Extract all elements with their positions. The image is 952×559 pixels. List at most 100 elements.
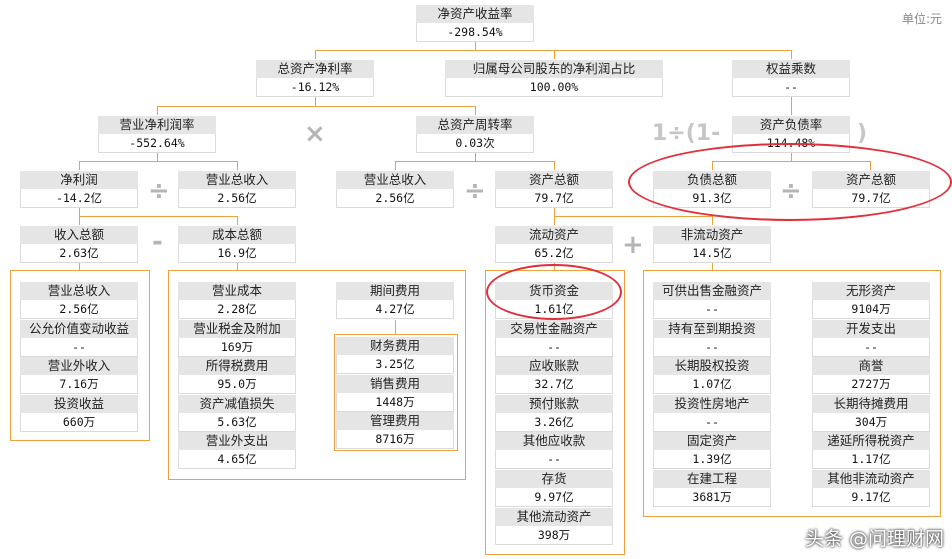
list-item[interactable]: 投资收益 660万 <box>20 395 138 432</box>
list-item[interactable]: 资产减值损失 5.63亿 <box>178 395 296 432</box>
list-item[interactable]: 应收账款 32.7亿 <box>495 357 613 394</box>
list-item[interactable]: 交易性金融资产 -- <box>495 320 613 357</box>
list-item[interactable]: 营业总收入 2.56亿 <box>20 282 138 319</box>
list-item[interactable]: 其他应收款 -- <box>495 432 613 469</box>
asset-turnover-node[interactable]: 总资产周转率 0.03次 <box>416 116 534 153</box>
list-item[interactable]: 递延所得税资产 1.17亿 <box>812 432 930 469</box>
list-item[interactable]: 所得税费用 95.0万 <box>178 357 296 394</box>
list-item[interactable]: 营业外收入 7.16万 <box>20 357 138 394</box>
item-value: -- <box>812 338 930 357</box>
list-item[interactable]: 投资性房地产 -- <box>653 395 771 432</box>
list-item[interactable]: 可供出售金融资产 -- <box>653 282 771 319</box>
item-label: 开发支出 <box>812 320 930 338</box>
item-label: 其他应收款 <box>495 432 613 450</box>
list-item[interactable]: 管理费用 8716万 <box>336 412 454 449</box>
list-item[interactable]: 销售费用 1448万 <box>336 375 454 412</box>
item-value: 3681万 <box>653 488 771 507</box>
item-value: -- <box>20 338 138 357</box>
item-value: 2.56亿 <box>20 300 138 319</box>
item-label: 管理费用 <box>336 412 454 430</box>
item-label: 其他非流动资产 <box>812 470 930 488</box>
current-assets-node[interactable]: 流动资产 65.2亿 <box>495 226 613 263</box>
list-item[interactable]: 存货 9.97亿 <box>495 470 613 507</box>
list-item[interactable]: 固定资产 1.39亿 <box>653 432 771 469</box>
period-expense-node[interactable]: 期间费用 4.27亿 <box>336 282 454 319</box>
item-value: -- <box>653 338 771 357</box>
revenue-node-b[interactable]: 营业总收入 2.56亿 <box>336 171 454 208</box>
net-profit-value: -14.2亿 <box>20 189 138 208</box>
net-profit-node[interactable]: 净利润 -14.2亿 <box>20 171 138 208</box>
list-item[interactable]: 预付账款 3.26亿 <box>495 395 613 432</box>
item-value: 398万 <box>495 526 613 545</box>
list-item[interactable]: 营业外支出 4.65亿 <box>178 432 296 469</box>
highlight-ring-debt <box>628 143 952 221</box>
item-label: 投资收益 <box>20 395 138 413</box>
item-value: 1.39亿 <box>653 450 771 469</box>
item-value: 9.97亿 <box>495 488 613 507</box>
list-item[interactable]: 商誉 2727万 <box>812 357 930 394</box>
item-label: 投资性房地产 <box>653 395 771 413</box>
item-value: -- <box>653 413 771 432</box>
list-item[interactable]: 在建工程 3681万 <box>653 470 771 507</box>
item-label: 预付账款 <box>495 395 613 413</box>
noncurrent-items-box <box>643 270 941 517</box>
roe-node[interactable]: 净资产收益率 -298.54% <box>416 5 534 42</box>
asset-turnover-label: 总资产周转率 <box>416 116 534 134</box>
roe-value: -298.54% <box>416 23 534 42</box>
list-item[interactable]: 营业成本 2.28亿 <box>178 282 296 319</box>
divide-operator: ÷ <box>464 176 486 206</box>
item-value: 95.0万 <box>178 375 296 394</box>
item-value: 9.17亿 <box>812 488 930 507</box>
highlight-ring-cash <box>486 264 622 320</box>
income-items-box <box>10 270 150 441</box>
item-label: 递延所得税资产 <box>812 432 930 450</box>
list-item[interactable]: 持有至到期投资 -- <box>653 320 771 357</box>
list-item[interactable]: 长期待摊费用 304万 <box>812 395 930 432</box>
item-value: 4.65亿 <box>178 450 296 469</box>
list-item[interactable]: 营业税金及附加 169万 <box>178 320 296 357</box>
revenue-node-a[interactable]: 营业总收入 2.56亿 <box>178 171 296 208</box>
revenue-value: 2.56亿 <box>178 189 296 208</box>
formula-prefix: 1÷(1- <box>652 121 721 146</box>
divide-operator: ÷ <box>148 176 170 206</box>
item-label: 固定资产 <box>653 432 771 450</box>
total-income-node[interactable]: 收入总额 2.63亿 <box>20 226 138 263</box>
item-label: 无形资产 <box>812 282 930 300</box>
parent-ratio-node[interactable]: 归属母公司股东的净利润占比 100.00% <box>445 60 663 97</box>
equity-multiplier-node[interactable]: 权益乘数 -- <box>732 60 850 97</box>
item-value: 1.17亿 <box>812 450 930 469</box>
item-label: 可供出售金融资产 <box>653 282 771 300</box>
item-label: 资产减值损失 <box>178 395 296 413</box>
item-value: 8716万 <box>336 430 454 449</box>
equity-multiplier-label: 权益乘数 <box>732 60 850 78</box>
item-label: 应收账款 <box>495 357 613 375</box>
equity-multiplier-value: -- <box>732 78 850 97</box>
list-item[interactable]: 公允价值变动收益 -- <box>20 320 138 357</box>
total-assets-label: 资产总额 <box>495 171 613 189</box>
item-value: 3.26亿 <box>495 413 613 432</box>
item-label: 其他流动资产 <box>495 508 613 526</box>
noncurrent-assets-value: 14.5亿 <box>653 244 771 263</box>
list-item[interactable]: 财务费用 3.25亿 <box>336 337 454 374</box>
noncurrent-assets-label: 非流动资产 <box>653 226 771 244</box>
unit-label: 单位:元 <box>901 12 942 26</box>
roa-node[interactable]: 总资产净利率 -16.12% <box>256 60 374 97</box>
item-value: 5.63亿 <box>178 413 296 432</box>
total-assets-node-a[interactable]: 资产总额 79.7亿 <box>495 171 613 208</box>
item-value: 1448万 <box>336 393 454 412</box>
expense-items-box <box>334 334 458 451</box>
period-expense-value: 4.27亿 <box>336 300 454 319</box>
item-label: 存货 <box>495 470 613 488</box>
list-item[interactable]: 长期股权投资 1.07亿 <box>653 357 771 394</box>
total-assets-value: 79.7亿 <box>495 189 613 208</box>
current-assets-label: 流动资产 <box>495 226 613 244</box>
noncurrent-assets-node[interactable]: 非流动资产 14.5亿 <box>653 226 771 263</box>
total-cost-node[interactable]: 成本总额 16.9亿 <box>178 226 296 263</box>
net-profit-label: 净利润 <box>20 171 138 189</box>
item-value: 3.25亿 <box>336 355 454 374</box>
list-item[interactable]: 开发支出 -- <box>812 320 930 357</box>
list-item[interactable]: 其他流动资产 398万 <box>495 508 613 545</box>
list-item[interactable]: 其他非流动资产 9.17亿 <box>812 470 930 507</box>
list-item[interactable]: 无形资产 9104万 <box>812 282 930 319</box>
net-margin-node[interactable]: 营业净利润率 -552.64% <box>98 116 216 153</box>
